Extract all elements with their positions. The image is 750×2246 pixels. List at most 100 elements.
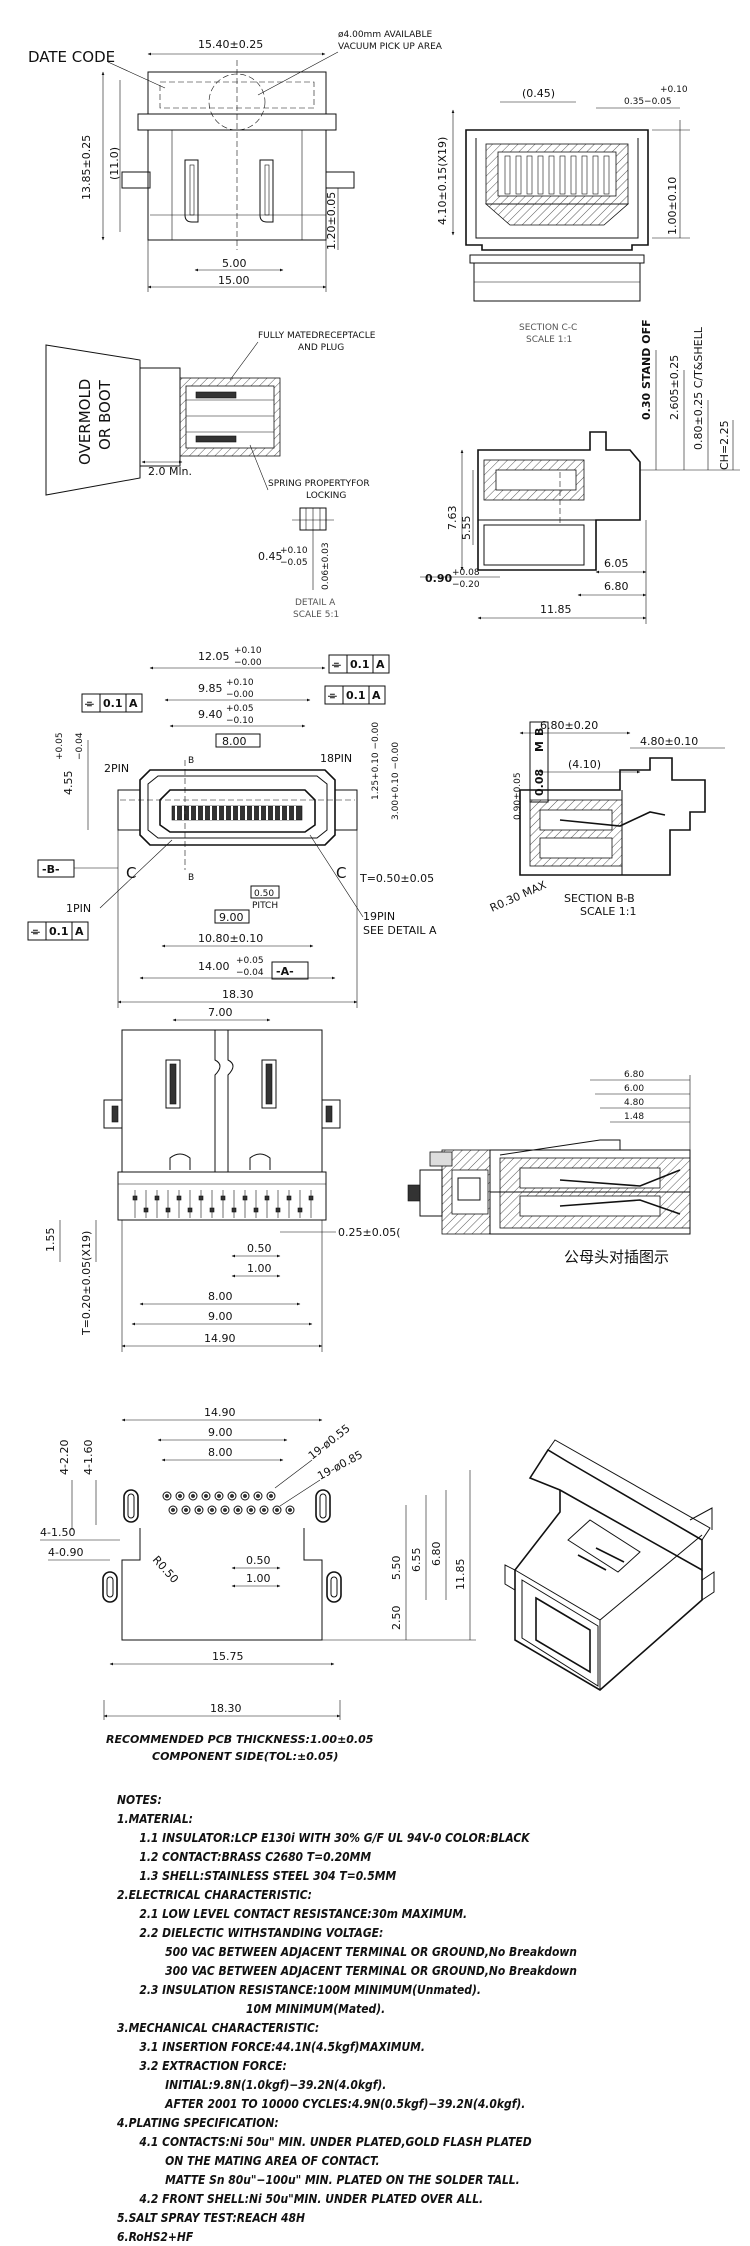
bb-tol-b: B xyxy=(533,728,546,736)
side-2605: 2.605±0.25 xyxy=(668,355,681,420)
tol-frame-2: ⌯ 0.1 A xyxy=(324,685,386,705)
note-line: 2.ELECTRICAL CHARACTERISTIC: xyxy=(117,1887,312,1902)
mating-600: 6.00 xyxy=(624,1084,644,1094)
pcb-pad-rows xyxy=(162,1491,295,1515)
side-090-base: 0.90 xyxy=(425,572,452,585)
detail-045-plus: +0.10 xyxy=(280,546,308,556)
cc-tol-minus: 0.35−0.05 xyxy=(624,97,672,107)
overmold-view: OVERMOLD OR BOOT FULLY MATEDRECEPTACLE A… xyxy=(45,331,376,501)
note-line: MATTE Sn 80u"−100u" MIN. PLATED ON THE S… xyxy=(165,2172,520,2187)
front-940-plus: +0.05 xyxy=(226,704,254,714)
cc-title: SECTION C-C xyxy=(519,323,577,333)
pcb-1185: 11.85 xyxy=(454,1559,467,1591)
note-line: 1.3 SHELL:STAINLESS STEEL 304 T=0.5MM xyxy=(139,1868,397,1883)
section-b-top: B xyxy=(188,756,194,766)
top-width-5: 5.00 xyxy=(222,257,247,270)
front-125: 1.25+0.10 −0.00 xyxy=(371,722,381,800)
tol-ref-2: A xyxy=(372,689,381,702)
bb-title: SECTION B-B xyxy=(564,892,635,905)
bb-090: 0.90±0.05 xyxy=(513,772,523,820)
pickup-note-1: ø4.00mm AVAILABLE xyxy=(338,30,432,40)
note-line: 1.MATERIAL: xyxy=(117,1811,193,1826)
pcb-thickness-note: RECOMMENDED PCB THICKNESS:1.00±0.05 xyxy=(106,1733,374,1746)
note-line: 4.2 FRONT SHELL:Ni 50u"MIN. UNDER PLATED… xyxy=(139,2191,484,2206)
front-1080: 10.80±0.10 xyxy=(198,932,263,945)
pcb-900: 9.00 xyxy=(208,1426,233,1439)
section-cc-view: (0.45) +0.10 0.35−0.05 4.10±0.15(X19) xyxy=(436,85,690,345)
pin-2-label: 2PIN xyxy=(104,762,129,775)
pcb-550: 5.50 xyxy=(390,1556,403,1581)
tol-val-2: 0.1 xyxy=(346,689,366,702)
pickup-note-2: VACUUM PICK UP AREA xyxy=(338,42,443,52)
detail-scale: SCALE 5:1 xyxy=(293,610,339,620)
pcb-component-side: COMPONENT SIDE(TOL:±0.05) xyxy=(152,1750,338,1763)
side-1185: 11.85 xyxy=(540,603,572,616)
side-ch: CH=2.25 xyxy=(718,420,731,470)
note-line: ON THE MATING AREA OF CONTACT. xyxy=(165,2153,380,2168)
bottom-pin-row xyxy=(132,1190,314,1218)
side-555: 5.55 xyxy=(460,516,473,541)
detail-045-base: 0.45 xyxy=(258,550,283,563)
bottom-800: 8.00 xyxy=(208,1290,233,1303)
note-line: AFTER 2001 TO 10000 CYCLES:4.9N(0.5kgf)−… xyxy=(165,2096,526,2111)
pcb-4-220: 4-2.20 xyxy=(58,1440,71,1475)
section-bb-view: 6.80±0.20 4.80±0.10 (4.10) 0.90±0.05 0.0… xyxy=(488,719,725,918)
tol-sym-1: ⌯ xyxy=(331,658,341,671)
bb-radius: R0.30 MAX xyxy=(488,878,549,915)
pcb-250: 2.50 xyxy=(390,1606,403,1631)
bottom-t020: T=0.20±0.05(X19) xyxy=(80,1231,93,1336)
note-line: 4.1 CONTACTS:Ni 50u" MIN. UNDER PLATED,G… xyxy=(139,2134,532,2149)
note-line: 3.1 INSERTION FORCE:44.1N(4.5kgf)MAXIMUM… xyxy=(139,2039,425,2054)
mating-caption: 公母头对插图示 xyxy=(564,1248,669,1266)
mating-480: 4.80 xyxy=(624,1098,644,1108)
front-900: 9.00 xyxy=(219,911,244,924)
note-line: 2.2 DIELECTIC WITHSTANDING VOLTAGE: xyxy=(139,1925,384,1940)
bottom-050: 0.50 xyxy=(247,1242,272,1255)
cc-scale: SCALE 1:1 xyxy=(526,335,572,345)
front-1205-plus: +0.10 xyxy=(234,646,262,656)
tol-ref-1: A xyxy=(376,658,385,671)
tol-frame-3: ⌯ 0.1 A xyxy=(81,693,143,713)
pcb-4-090: 4-0.90 xyxy=(48,1546,83,1559)
pcb-radius: R0.50 xyxy=(150,1553,181,1586)
note-line: 1.1 INSULATOR:LCP E130i WITH 30% G/F UL … xyxy=(139,1830,530,1845)
bb-680: 6.80±0.20 xyxy=(540,719,598,732)
min-length: 2.0 Mln. xyxy=(148,465,192,478)
notes-block: NOTES:1.MATERIAL:1.1 INSULATOR:LCP E130i… xyxy=(117,1790,650,2246)
front-1400-minus: −0.04 xyxy=(236,968,264,978)
note-line: 2.3 INSULATION RESISTANCE:100M MINIMUM(U… xyxy=(139,1982,481,1997)
section-c-left: C xyxy=(126,864,136,882)
detail-title: DETAIL A xyxy=(295,598,336,608)
detail-a-view: 0.45 +0.10 −0.05 0.06±0.03 DETAIL A SCAL… xyxy=(258,507,339,620)
mating-680: 6.80 xyxy=(624,1070,644,1080)
tol-sym-4: ⌯ xyxy=(30,925,40,938)
mating-view: 6.80 6.00 4.80 1.48 公母头对插图示 xyxy=(407,1070,691,1266)
side-080: 0.80±0.25 C/T&SHELL xyxy=(692,326,705,450)
date-code-label: DATE CODE xyxy=(28,48,115,66)
bb-480: 4.80±0.10 xyxy=(640,735,698,748)
bb-tol-m: M xyxy=(533,741,546,752)
front-1205-base: 12.05 xyxy=(198,650,230,663)
side-090-minus: −0.20 xyxy=(452,580,480,590)
front-1400-base: 14.00 xyxy=(198,960,230,973)
technical-drawing: DATE CODE 15.40±0.25 ø4.00mm AVAILABLE V… xyxy=(27,30,740,1763)
mated-note-1: FULLY MATEDRECEPTACLE xyxy=(258,331,376,341)
pcb-1575: 15.75 xyxy=(212,1650,244,1663)
note-line: 3.2 EXTRACTION FORCE: xyxy=(139,2058,287,2073)
front-pin-row xyxy=(175,806,296,820)
section-c-right: C xyxy=(336,864,346,882)
pin-19-label: 19PIN xyxy=(363,910,395,923)
detail-006: 0.06±0.03 xyxy=(321,542,331,590)
pcb-680: 6.80 xyxy=(430,1542,443,1567)
bottom-900: 9.00 xyxy=(208,1310,233,1323)
front-1400-plus: +0.05 xyxy=(236,956,264,966)
cc-pitch: (0.45) xyxy=(522,87,555,100)
detail-045-minus: −0.05 xyxy=(280,558,308,568)
pcb-4-150: 4-1.50 xyxy=(40,1526,75,1539)
note-line: 5.SALT SPRAY TEST:REACH 48H xyxy=(117,2210,305,2225)
bottom-1490: 14.90 xyxy=(204,1332,236,1345)
note-line: 3.MECHANICAL CHARACTERISTIC: xyxy=(117,2020,320,2035)
top-height-inner: (11.0) xyxy=(108,147,121,180)
spring-note-2: LOCKING xyxy=(306,491,346,501)
bottom-100: 1.00 xyxy=(247,1262,272,1275)
